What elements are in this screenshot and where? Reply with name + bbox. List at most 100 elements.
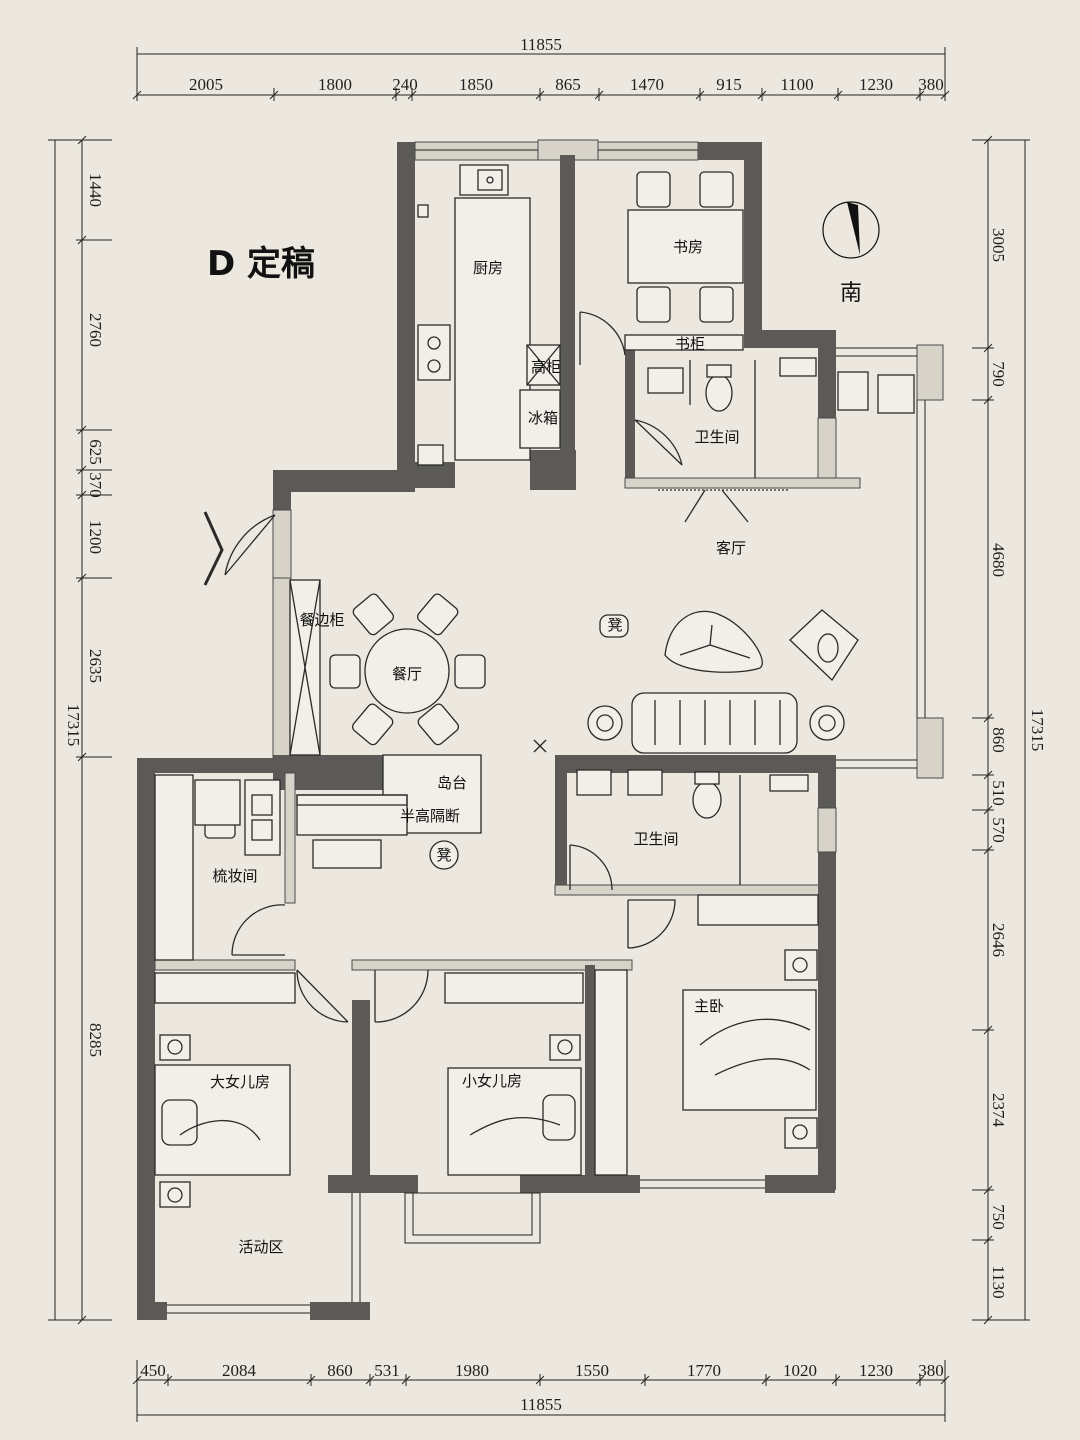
- dimension-tick: [77, 573, 87, 583]
- dim-left-1: 1440: [86, 173, 105, 207]
- label-tall-cabinet: 高柜: [531, 358, 561, 376]
- dim-bottom-2: 2084: [222, 1361, 257, 1380]
- dimension-tick: [77, 465, 87, 475]
- label-dining: 餐厅: [392, 665, 422, 683]
- dimension-tick: [407, 90, 417, 100]
- dim-right-total: 17315: [1028, 709, 1047, 752]
- label-island: 岛台: [437, 774, 467, 792]
- dimension-tick: [833, 90, 843, 100]
- dim-top-6: 1470: [630, 75, 664, 94]
- dim-top-8: 1100: [780, 75, 813, 94]
- dim-left-6: 2635: [86, 649, 105, 683]
- dim-right-2: 790: [989, 361, 1008, 387]
- dimension-tick: [983, 805, 993, 815]
- dim-top-7: 915: [716, 75, 742, 94]
- dimension-tick: [831, 1375, 841, 1385]
- dimension-tick: [77, 135, 87, 145]
- dining-furniture: [289, 579, 486, 870]
- label-bookcase: 书柜: [675, 335, 705, 353]
- lower-bath-fixtures: [576, 769, 809, 885]
- dimension-tick: [983, 1185, 993, 1195]
- dim-bottom-5: 1980: [455, 1361, 489, 1380]
- dimension-tick: [365, 1375, 375, 1385]
- dim-right-6: 570: [989, 817, 1008, 843]
- dimension-tick: [983, 713, 993, 723]
- label-dressing: 梳妆间: [212, 867, 257, 885]
- dim-left-2: 2760: [86, 313, 105, 347]
- dimension-tick: [915, 90, 925, 100]
- compass-icon: [822, 201, 880, 259]
- dimension-tick: [77, 425, 87, 435]
- dim-right-4: 860: [989, 727, 1008, 753]
- dimension-tick: [401, 1375, 411, 1385]
- dimension-tick: [983, 770, 993, 780]
- dim-right-8: 2374: [989, 1093, 1008, 1128]
- orientation-label: 南: [840, 281, 862, 306]
- dim-bottom-total: 11855: [520, 1395, 562, 1414]
- dimension-tick: [983, 845, 993, 855]
- dimension-tick: [391, 90, 401, 100]
- dimension-tick: [77, 752, 87, 762]
- dimension-tick: [983, 395, 993, 405]
- dimension-tick: [535, 90, 545, 100]
- dim-bottom-4: 531: [374, 1361, 400, 1380]
- dimension-tick: [269, 90, 279, 100]
- dim-left-5: 1200: [86, 520, 105, 554]
- dimension-tick: [77, 1315, 87, 1325]
- dim-top-2: 1800: [318, 75, 352, 94]
- dimension-tick: [132, 90, 142, 100]
- label-fridge: 冰箱: [528, 409, 558, 427]
- dimension-tick: [761, 1375, 771, 1385]
- dim-right-10: 1130: [989, 1265, 1008, 1298]
- dim-left-7: 8285: [86, 1023, 105, 1057]
- dimension-tick: [640, 1375, 650, 1385]
- upper-bath-fixtures: [647, 357, 915, 478]
- label-half-partition: 半高隔断: [400, 807, 460, 825]
- dimension-tick: [940, 90, 950, 100]
- dim-top-5: 865: [555, 75, 581, 94]
- dimension-lines: [48, 47, 1030, 1422]
- dimension-tick: [940, 1375, 950, 1385]
- plan-title: D 定稿: [207, 244, 315, 284]
- label-study: 书房: [673, 238, 703, 256]
- dimension-tick: [77, 490, 87, 500]
- dim-top-3: 240: [392, 75, 418, 94]
- dimension-tick: [695, 90, 705, 100]
- label-elder-daughter: 大女儿房: [210, 1073, 270, 1091]
- dimension-tick: [983, 135, 993, 145]
- dimension-tick: [915, 1375, 925, 1385]
- dimension-tick: [983, 1235, 993, 1245]
- dimension-tick: [535, 1375, 545, 1385]
- label-stool-2: 凳: [436, 846, 451, 864]
- dim-bottom-9: 1230: [859, 1361, 893, 1380]
- kitchen-fixtures: [417, 164, 561, 466]
- label-living: 客厅: [716, 539, 746, 557]
- label-bathroom-2: 卫生间: [633, 830, 678, 848]
- dim-right-3: 4680: [989, 543, 1008, 577]
- label-younger-daughter: 小女儿房: [462, 1072, 522, 1090]
- dim-top-9: 1230: [859, 75, 893, 94]
- dressing-furniture: [154, 774, 281, 961]
- dim-bottom-1: 450: [140, 1361, 166, 1380]
- label-kitchen: 厨房: [473, 259, 503, 277]
- dimension-tick: [983, 1315, 993, 1325]
- dim-bottom-10: 380: [918, 1361, 944, 1380]
- doors: [203, 311, 790, 1023]
- dim-top-4: 1850: [459, 75, 493, 94]
- dimension-tick: [983, 343, 993, 353]
- label-master: 主卧: [694, 997, 724, 1015]
- dim-bottom-8: 1020: [783, 1361, 817, 1380]
- bedroom-furniture: [154, 894, 819, 1208]
- study-furniture: [624, 171, 744, 351]
- dim-right-5: 510: [989, 780, 1008, 806]
- dimension-tick: [132, 1375, 142, 1385]
- dimension-tick: [594, 90, 604, 100]
- dim-bottom-6: 1550: [575, 1361, 609, 1380]
- dim-right-7: 2646: [989, 923, 1008, 957]
- label-bathroom-1: 卫生间: [694, 428, 739, 446]
- dimension-tick: [163, 1375, 173, 1385]
- dim-left-total: 17315: [64, 704, 83, 747]
- dimension-tick: [757, 90, 767, 100]
- dim-top-total: 11855: [520, 35, 562, 54]
